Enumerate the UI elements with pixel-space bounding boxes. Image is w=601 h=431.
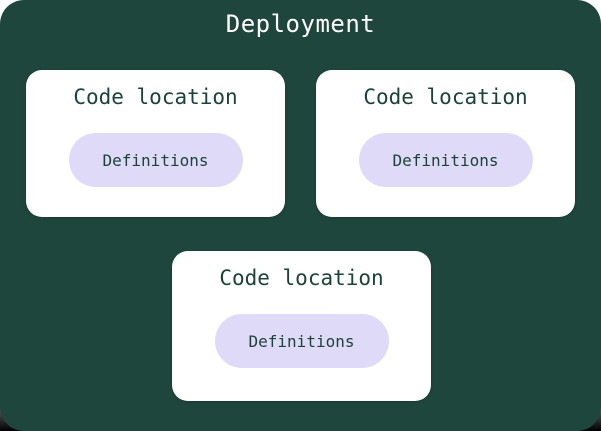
definitions-label: Definitions [392, 150, 499, 170]
code-location-title: Code location [363, 85, 528, 109]
code-location-card: Code location Definitions [172, 251, 431, 401]
definitions-pill: Definitions [68, 133, 243, 188]
deployment-title: Deployment [225, 10, 376, 38]
code-location-card: Code location Definitions [316, 70, 575, 217]
definitions-label: Definitions [248, 331, 355, 351]
code-location-title: Code location [73, 85, 238, 109]
code-location-card: Code location Definitions [26, 70, 285, 217]
definitions-pill: Definitions [358, 133, 533, 188]
definitions-label: Definitions [102, 150, 209, 170]
definitions-pill: Definitions [214, 314, 389, 369]
code-location-title: Code location [219, 266, 384, 290]
